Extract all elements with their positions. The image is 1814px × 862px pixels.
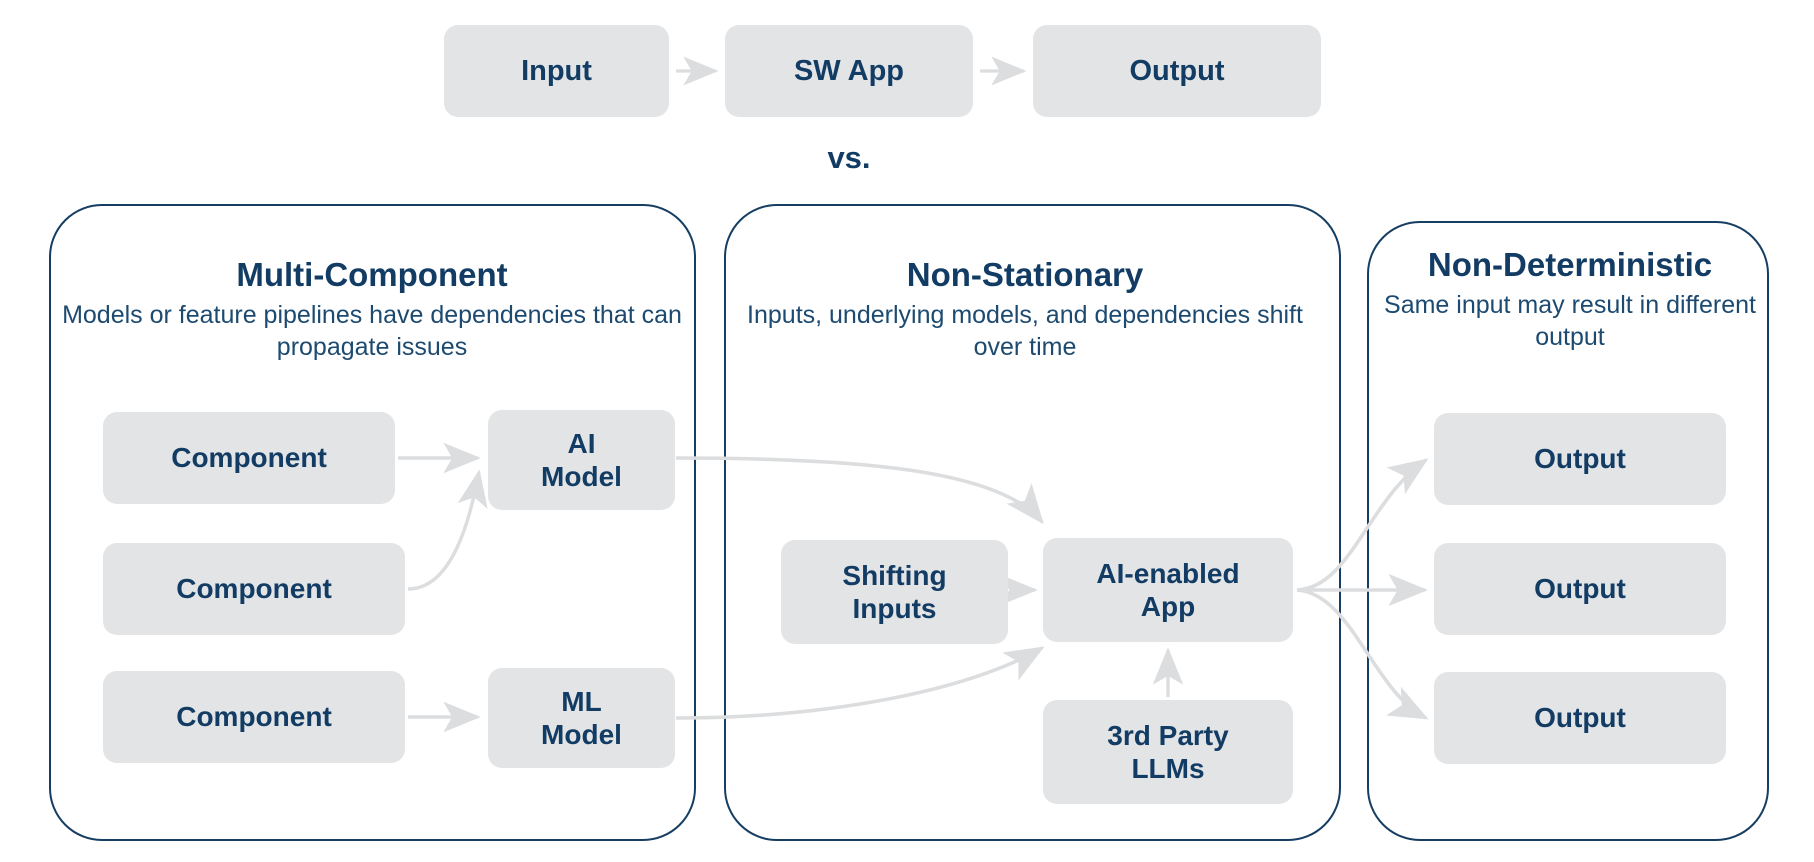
node-component-3[interactable]: Component [103,671,405,763]
panel-subtitle-non-stationary: Inputs, underlying models, and dependenc… [747,300,1303,361]
node-output-3[interactable]: Output [1434,672,1726,764]
panel-title-non-deterministic: Non-Deterministic [1427,246,1713,283]
node-component-2[interactable]: Component [103,543,405,635]
arrow-ml-model-to-ai-app [675,646,1045,720]
node-output-1[interactable]: Output [1434,413,1726,505]
panel-title-multi-component: Multi-Component [236,256,508,293]
node-input[interactable]: Input [444,25,669,117]
arrow-ai-app-to-output1 [1296,458,1429,592]
panel-subtitle-multi-component: Models or feature pipelines have depende… [62,300,682,361]
vs-label: vs. [827,140,871,175]
panel-subtitle-non-deterministic: Same input may result in different outpu… [1384,290,1756,351]
panel-title-non-stationary: Non-Stationary [906,256,1144,293]
node-sw-app[interactable]: SW App [725,25,973,117]
panel-header-non-deterministic: Non-Deterministic Same input may result … [1375,245,1765,353]
node-output-2[interactable]: Output [1434,543,1726,635]
arrow-ai-app-to-output3 [1296,588,1429,720]
panel-header-non-stationary: Non-Stationary Inputs, underlying models… [730,255,1320,363]
panel-header-multi-component: Multi-Component Models or feature pipeli… [62,255,682,363]
node-output[interactable]: Output [1033,25,1321,117]
arrow-component2-to-ai-model [407,469,488,591]
arrow-ai-model-to-ai-app [675,456,1044,525]
node-component-1[interactable]: Component [103,412,395,504]
